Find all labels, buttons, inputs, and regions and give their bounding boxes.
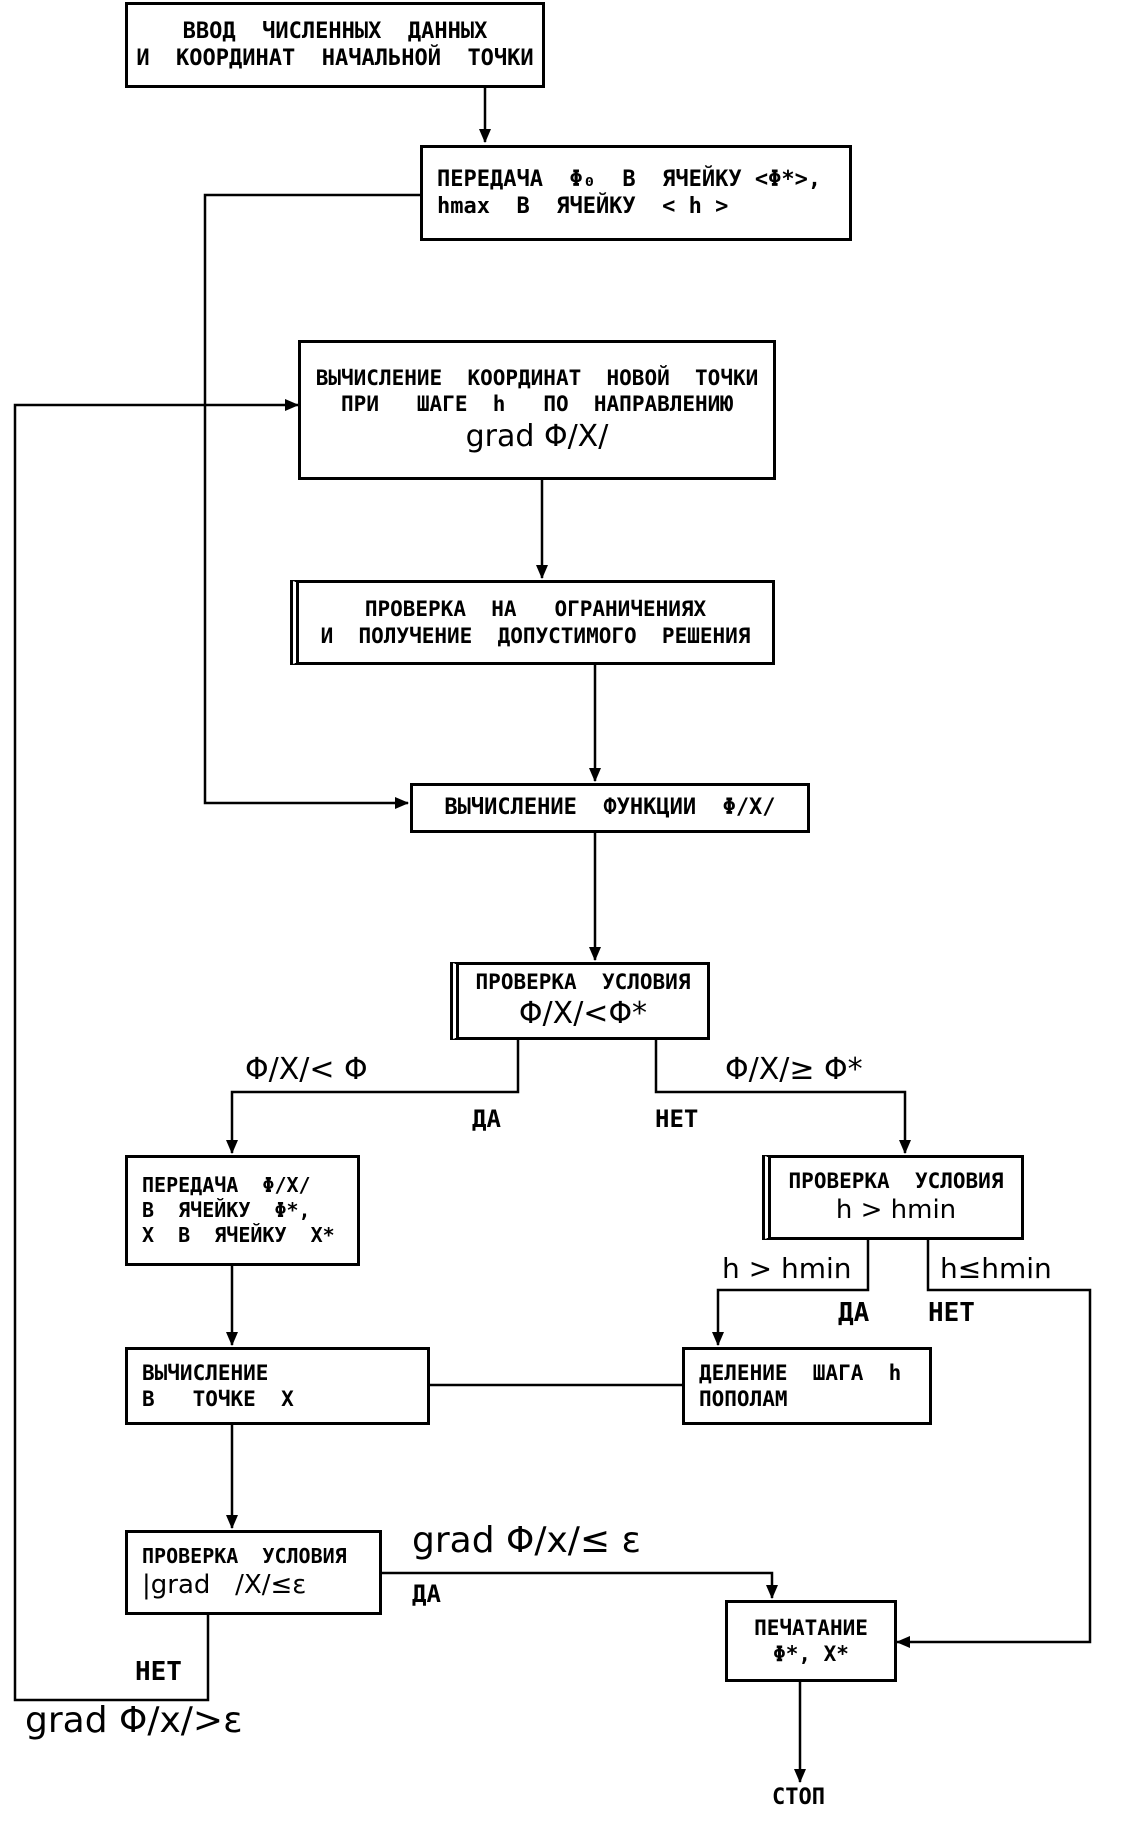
print-result-box: ПЕЧАТАНИЕ Φ*, X* [725,1600,897,1682]
check-grad-condition-box: ПРОВЕРКА УСЛОВИЯ |grad /X/≤ε [125,1530,382,1615]
label-h-le: h≤hmin [940,1252,1052,1285]
box-line: ПРОВЕРКА УСЛОВИЯ [142,1543,347,1568]
label-yes-2: ДА [838,1298,870,1328]
label-no-1: НЕТ [655,1105,699,1133]
compute-function-box: ВЫЧИСЛЕНИЕ ФУНКЦИИ Φ/X/ [410,783,810,833]
box-line: ПОПОЛАМ [699,1387,788,1411]
box-line: И ПОЛУЧЕНИЕ ДОПУСТИМОГО РЕШЕНИЯ [320,623,751,648]
input-data-box: ВВОД ЧИСЛЕННЫХ ДАННЫХ И КООРДИНАТ НАЧАЛЬ… [125,2,545,88]
label-f-ge: Φ/X/≥ Φ* [725,1052,863,1087]
arrow-check-f-no [654,1040,911,1154]
box-line: ПРОВЕРКА УСЛОВИЯ [788,1169,1004,1194]
box-line: В ТОЧКЕ X [142,1387,294,1411]
box-line: ПРОВЕРКА НА ОГРАНИЧЕНИЯХ [364,597,707,622]
compute-at-point-box: ВЫЧИСЛЕНИЕ В ТОЧКЕ X [125,1347,430,1425]
constraints-check-box: ПРОВЕРКА НА ОГРАНИЧЕНИЯХ И ПОЛУЧЕНИЕ ДОП… [290,580,775,665]
arrow-transfer-bypass-to-compute-f [203,193,420,809]
box-line: Φ*, X* [773,1642,849,1666]
arrow-check-h-yes [712,1240,870,1346]
halve-step-box: ДЕЛЕНИЕ ШАГА h ПОПОЛАМ [682,1347,932,1425]
arrow-check-h-no [896,1240,1092,1648]
box-line: ВЫЧИСЛЕНИЕ [142,1360,269,1385]
box-line: ПЕРЕДАЧА Φ/X/ [142,1173,311,1197]
arrow-check-f-yes [226,1040,520,1154]
box-line: ВЫЧИСЛЕНИЕ ФУНКЦИИ Φ/X/ [444,795,776,821]
box-line: ПРОВЕРКА УСЛОВИЯ [475,970,691,995]
label-yes-1: ДА [472,1105,501,1133]
box-line: В ЯЧЕЙКУ Φ*, [142,1198,311,1222]
box-line: h > hmin [835,1195,957,1226]
label-stop: СТОП [772,1785,825,1810]
box-line: ПРИ ШАГЕ h ПО НАПРАВЛЕНИЮ [341,392,733,417]
box-line: И КООРДИНАТ НАЧАЛЬНОЙ ТОЧКИ [136,46,534,71]
box-line: ДЕЛЕНИЕ ШАГА h [699,1360,902,1385]
label-yes-3: ДА [412,1580,441,1608]
label-h-gt: h > hmin [722,1252,852,1285]
label-grad-le: grad Φ/x/≤ ε [412,1520,641,1561]
compute-new-point-box: ВЫЧИСЛЕНИЕ КООРДИНАТ НОВОЙ ТОЧКИ ПРИ ШАГ… [298,340,776,480]
transfer-fx-box: ПЕРЕДАЧА Φ/X/ В ЯЧЕЙКУ Φ*, X В ЯЧЕЙКУ X* [125,1155,360,1266]
arrow-check-grad-yes [382,1571,778,1599]
check-h-condition-box: ПРОВЕРКА УСЛОВИЯ h > hmin [762,1155,1024,1240]
label-grad-gt: grad Φ/x/>ε [25,1700,243,1741]
box-line: hmax В ЯЧЕЙКУ < h > [437,194,729,219]
box-line: X В ЯЧЕЙКУ X* [142,1223,335,1247]
box-line: ПЕЧАТАНИЕ [754,1615,868,1640]
label-no-2: НЕТ [928,1298,975,1328]
transfer-phi0-box: ПЕРЕДАЧА Φ₀ В ЯЧЕЙКУ <Φ*>, hmax В ЯЧЕЙКУ… [420,145,852,241]
box-line: ВВОД ЧИСЛЕННЫХ ДАННЫХ [182,18,488,44]
arrow-check-grad-no-loop [13,399,299,1702]
box-line: |grad /X/≤ε [142,1569,307,1600]
check-f-condition-box: ПРОВЕРКА УСЛОВИЯ Φ/X/<Φ* [450,962,710,1040]
label-no-3: НЕТ [135,1657,182,1687]
box-line: ВЫЧИСЛЕНИЕ КООРДИНАТ НОВОЙ ТОЧКИ [315,366,759,390]
box-line: grad Φ/X/ [465,418,609,454]
label-f-less: Φ/X/< Φ [245,1052,368,1087]
box-line: Φ/X/<Φ* [518,996,648,1032]
box-line: ПЕРЕДАЧА Φ₀ В ЯЧЕЙКУ <Φ*>, [437,166,822,192]
